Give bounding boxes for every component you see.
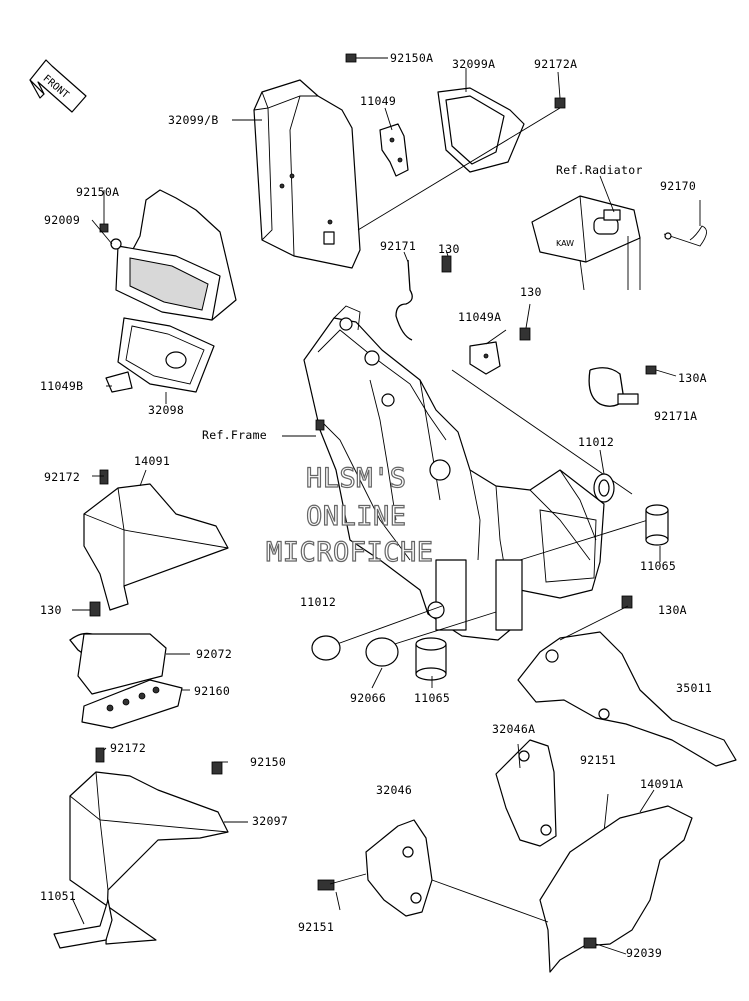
cap-92066: [365, 637, 399, 667]
label-ref-radiator: Ref.Radiator: [556, 163, 643, 177]
label-130A-b: 130A: [658, 603, 687, 617]
label-11049: 11049: [360, 94, 397, 108]
label-92172A: 92172A: [534, 57, 578, 71]
watermark-line2: ONLINE: [305, 501, 407, 532]
battery-holder-left: [99, 189, 237, 321]
label-11049A: 11049A: [458, 310, 502, 324]
bolt-130A-a: [655, 369, 677, 377]
clip-92171A: [588, 365, 657, 407]
front-arrow-icon: [29, 59, 87, 113]
label-92009: 92009: [44, 213, 81, 227]
label-32099A: 32099A: [452, 57, 496, 71]
bracket-11049B: [105, 371, 133, 393]
bracket-11049A: [469, 341, 501, 375]
leader-lines: [71, 119, 701, 925]
label-11012-a: 11012: [578, 435, 615, 449]
label-92171: 92171: [380, 239, 417, 253]
main-frame: [282, 305, 605, 641]
label-92066: 92066: [350, 691, 387, 705]
case-32097: [69, 747, 229, 945]
label-92151-a: 92151: [580, 753, 617, 767]
label-92170: 92170: [660, 179, 697, 193]
bracket-32046: [317, 819, 433, 917]
label-92150A-left: 92150A: [76, 185, 120, 199]
guide-lines: [325, 369, 649, 649]
label-92171A: 92171A: [654, 409, 698, 423]
svg-text:KAW: KAW: [556, 239, 574, 248]
bolt-130-a: [441, 249, 452, 273]
label-32099B: 32099/B: [168, 113, 219, 127]
cover-32099A: [437, 68, 525, 173]
label-92172-b: 92172: [110, 741, 147, 755]
cap-11012-b: [311, 635, 341, 661]
harness-92072: [69, 632, 190, 695]
label-11049B: 11049B: [40, 379, 84, 393]
battery-case-32099B: [253, 79, 361, 269]
rubber-92160: [81, 679, 183, 729]
bolt-130-c: [89, 601, 101, 617]
label-92151-b: 92151: [298, 920, 335, 934]
label-92150: 92150: [250, 755, 287, 769]
label-130-b: 130: [520, 285, 542, 299]
label-32046: 32046: [376, 783, 413, 797]
watermark-line1: HLSM'S: [305, 463, 407, 494]
label-11012-b: 11012: [300, 595, 337, 609]
label-32046A: 32046A: [492, 722, 536, 736]
label-130-a: 130: [438, 242, 460, 256]
bracket-32046A: [495, 739, 557, 847]
bolt-130-b: [519, 303, 531, 341]
clip-92171: [395, 259, 413, 341]
battery-pad-32098: [117, 317, 215, 393]
clamp-92170: [663, 225, 707, 247]
bolt-92150A-top: [345, 53, 388, 63]
label-14091A: 14091A: [640, 777, 684, 791]
label-92039: 92039: [626, 946, 663, 960]
label-92160: 92160: [194, 684, 231, 698]
cover-14091: [83, 469, 229, 611]
fender-14091A: [539, 805, 693, 973]
label-92072: 92072: [196, 647, 233, 661]
label-35011: 35011: [676, 681, 713, 695]
label-130A-a: 130A: [678, 371, 707, 385]
label-ref-frame: Ref.Frame: [202, 428, 268, 442]
label-11065-a: 11065: [640, 559, 677, 573]
bush-11065-a: [645, 504, 669, 546]
label-14091: 14091: [134, 454, 171, 468]
label-92172-a: 92172: [44, 470, 81, 484]
label-92150A-top: 92150A: [390, 51, 434, 65]
label-32097: 32097: [252, 814, 289, 828]
bolt-92172A: [357, 71, 566, 231]
label-130-c: 130: [40, 603, 62, 617]
label-11065-b: 11065: [414, 691, 451, 705]
label-32098: 32098: [148, 403, 185, 417]
bush-11065-b: [415, 637, 447, 681]
watermark-line3: MICROFICHE: [265, 537, 434, 568]
stay-35011: [517, 595, 737, 767]
bracket-11049: [379, 107, 409, 177]
radiator-reference: KAW: [531, 195, 641, 291]
bracket-11051: [53, 899, 113, 949]
cap-11012-a: [593, 473, 615, 503]
label-11051: 11051: [40, 889, 77, 903]
